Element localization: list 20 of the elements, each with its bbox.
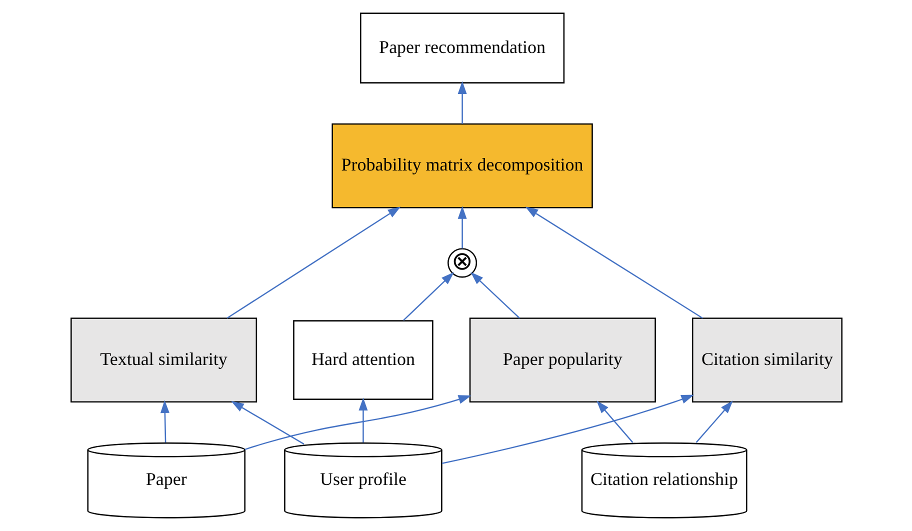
arrow	[695, 400, 732, 443]
node-box: Paper recommendation	[360, 12, 564, 84]
node-box: Hard attention	[292, 320, 433, 400]
arrow	[402, 272, 454, 321]
arrow	[244, 395, 471, 450]
arrow	[160, 400, 169, 442]
node-box: Textual similarity	[70, 318, 257, 403]
node-circle: ⊗	[447, 248, 477, 278]
arrow	[230, 401, 304, 445]
arrow	[457, 81, 466, 124]
arrow	[457, 206, 466, 248]
node-box: Probability matrix decomposition	[331, 123, 592, 208]
arrow	[226, 206, 400, 319]
node-box: Citation similarity	[691, 318, 842, 403]
node-box: Paper popularity	[468, 318, 656, 403]
arrow	[596, 400, 633, 443]
arrow	[358, 398, 368, 442]
arrow	[441, 394, 694, 464]
arrow	[470, 272, 520, 319]
arrow	[524, 206, 702, 319]
